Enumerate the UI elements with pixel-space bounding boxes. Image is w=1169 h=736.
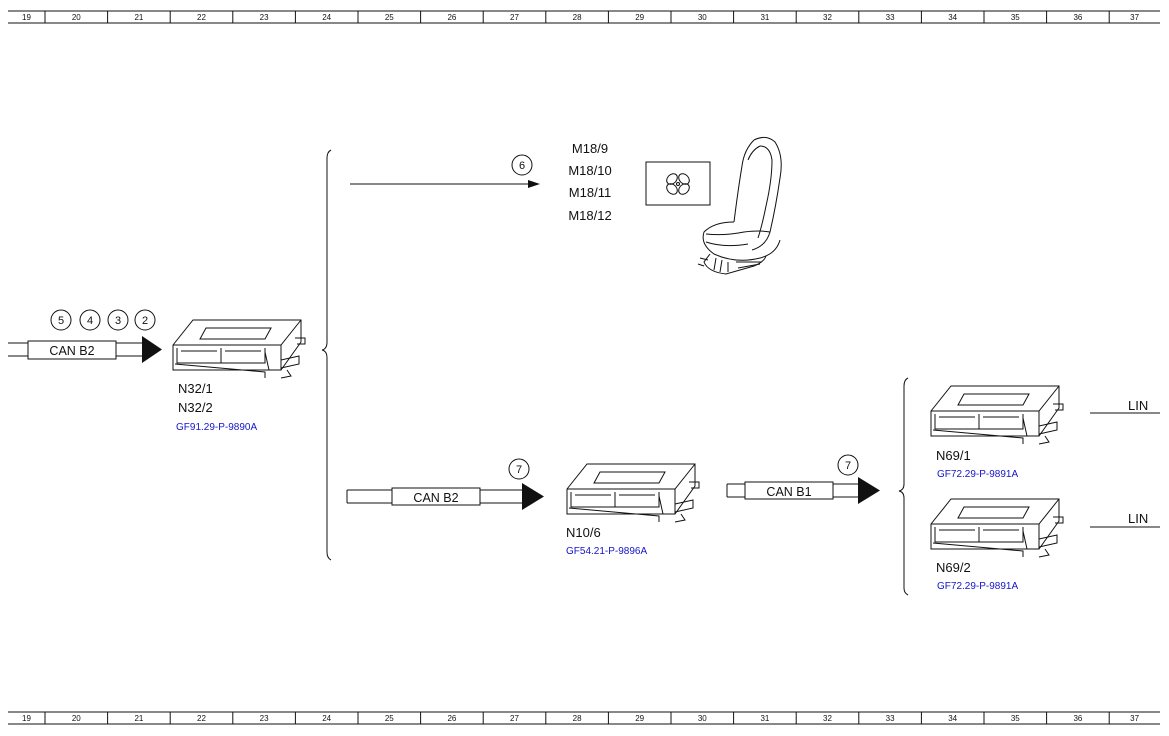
ruler-number: 26 bbox=[447, 714, 456, 723]
right-brace bbox=[898, 377, 909, 596]
ruler-number: 31 bbox=[760, 714, 769, 723]
marker-circle: 5 bbox=[50, 309, 72, 331]
source-control-module[interactable]: N32/1 N32/2 GF91.29-P-9890A bbox=[172, 319, 306, 433]
ruler-number: 31 bbox=[760, 13, 769, 22]
ruler-number: 26 bbox=[447, 13, 456, 22]
ruler-number: 25 bbox=[385, 13, 394, 22]
reference-link[interactable]: GF72.29-P-9891A bbox=[937, 581, 1018, 592]
bus-label: CAN B2 bbox=[413, 491, 458, 505]
ruler-number: 29 bbox=[635, 13, 644, 22]
lower-branch: CAN B2 7 N10/6 GF54.21-P-9896A CAN B1 7 bbox=[346, 454, 880, 557]
marker-circle: 7 bbox=[508, 458, 530, 480]
arrow-icon bbox=[858, 477, 880, 504]
marker-circle: 3 bbox=[107, 309, 129, 331]
arrow-icon bbox=[528, 180, 540, 188]
ruler-number: 19 bbox=[22, 13, 31, 22]
component-label: M18/9 bbox=[572, 141, 608, 156]
ruler-number: 34 bbox=[948, 714, 957, 723]
ruler-number: 22 bbox=[197, 714, 206, 723]
ruler-number: 32 bbox=[823, 13, 832, 22]
seat-module-n69-2[interactable]: LIN N69/2 GF72.29-P-9891A bbox=[930, 498, 1160, 592]
ruler-number: 23 bbox=[260, 714, 269, 723]
reference-link[interactable]: GF72.29-P-9891A bbox=[937, 469, 1018, 480]
ruler-number: 33 bbox=[886, 13, 895, 22]
ruler-number: 23 bbox=[260, 13, 269, 22]
ruler-number: 36 bbox=[1073, 13, 1082, 22]
reference-link[interactable]: GF54.21-P-9896A bbox=[566, 546, 647, 557]
module-label: N69/2 bbox=[936, 560, 971, 575]
arrow-icon bbox=[142, 336, 162, 363]
ruler-number: 32 bbox=[823, 714, 832, 723]
svg-text:7: 7 bbox=[845, 460, 851, 472]
module-label: N69/1 bbox=[936, 448, 971, 463]
svg-text:7: 7 bbox=[516, 464, 522, 476]
arrow-icon bbox=[522, 483, 544, 510]
upper-branch: 6 M18/9 M18/10 M18/11 M18/12 bbox=[350, 136, 782, 275]
ruler-number: 28 bbox=[573, 13, 582, 22]
ruler-number: 28 bbox=[573, 714, 582, 723]
ruler-number: 37 bbox=[1130, 714, 1139, 723]
ruler-number: 25 bbox=[385, 714, 394, 723]
ruler-number: 34 bbox=[948, 13, 957, 22]
ruler-number: 24 bbox=[322, 714, 331, 723]
svg-text:3: 3 bbox=[115, 315, 121, 327]
component-label: M18/12 bbox=[568, 208, 611, 223]
seat-module-n69-1[interactable]: LIN N69/1 GF72.29-P-9891A bbox=[930, 385, 1160, 480]
svg-text:6: 6 bbox=[519, 160, 525, 172]
svg-text:5: 5 bbox=[58, 315, 64, 327]
ruler-number: 21 bbox=[134, 13, 143, 22]
seat-icon bbox=[697, 136, 782, 275]
bus-label: CAN B1 bbox=[766, 485, 811, 499]
top-ruler: 19 20 21 22 23 24 25 26 27 28 29 30 31 32 33 34 35 36 37 bbox=[8, 10, 1160, 24]
lin-bus-label: LIN bbox=[1128, 398, 1148, 413]
module-label: N10/6 bbox=[566, 525, 601, 540]
ruler-number: 21 bbox=[134, 714, 143, 723]
marker-circle: 4 bbox=[79, 309, 101, 331]
ruler-number: 29 bbox=[635, 714, 644, 723]
ruler-number: 22 bbox=[197, 13, 206, 22]
ruler-number: 37 bbox=[1130, 13, 1139, 22]
gateway-control-module[interactable]: N10/6 GF54.21-P-9896A bbox=[566, 463, 700, 557]
module-label: N32/2 bbox=[178, 400, 213, 415]
ruler-number: 19 bbox=[22, 714, 31, 723]
lin-bus-label: LIN bbox=[1128, 511, 1148, 526]
ruler-number: 27 bbox=[510, 714, 519, 723]
ruler-number: 36 bbox=[1073, 714, 1082, 723]
input-markers: 5 4 3 2 bbox=[50, 309, 156, 331]
ruler-number: 20 bbox=[72, 714, 81, 723]
ruler-number: 35 bbox=[1011, 714, 1020, 723]
input-can-bus: CAN B2 bbox=[8, 336, 162, 363]
ruler-number: 24 bbox=[322, 13, 331, 22]
svg-text:4: 4 bbox=[87, 315, 93, 327]
ruler-number: 30 bbox=[698, 714, 707, 723]
input-bus-label: CAN B2 bbox=[49, 344, 94, 358]
branch-brace bbox=[321, 149, 332, 561]
ruler-number: 27 bbox=[510, 13, 519, 22]
ruler-number: 33 bbox=[886, 714, 895, 723]
marker-circle: 6 bbox=[511, 154, 533, 176]
component-label: M18/11 bbox=[569, 185, 611, 200]
reference-link[interactable]: GF91.29-P-9890A bbox=[176, 422, 257, 433]
marker-circle: 2 bbox=[134, 309, 156, 331]
ruler-number: 35 bbox=[1011, 13, 1020, 22]
ruler-number: 20 bbox=[72, 13, 81, 22]
module-label: N32/1 bbox=[178, 381, 213, 396]
bottom-ruler: 19 20 21 22 23 24 25 26 27 28 29 30 31 32 33 34 35 36 37 bbox=[8, 711, 1160, 725]
fan-icon bbox=[645, 161, 711, 206]
component-label: M18/10 bbox=[568, 163, 611, 178]
ruler-number: 30 bbox=[698, 13, 707, 22]
svg-text:2: 2 bbox=[142, 315, 148, 327]
marker-circle: 7 bbox=[837, 454, 859, 476]
